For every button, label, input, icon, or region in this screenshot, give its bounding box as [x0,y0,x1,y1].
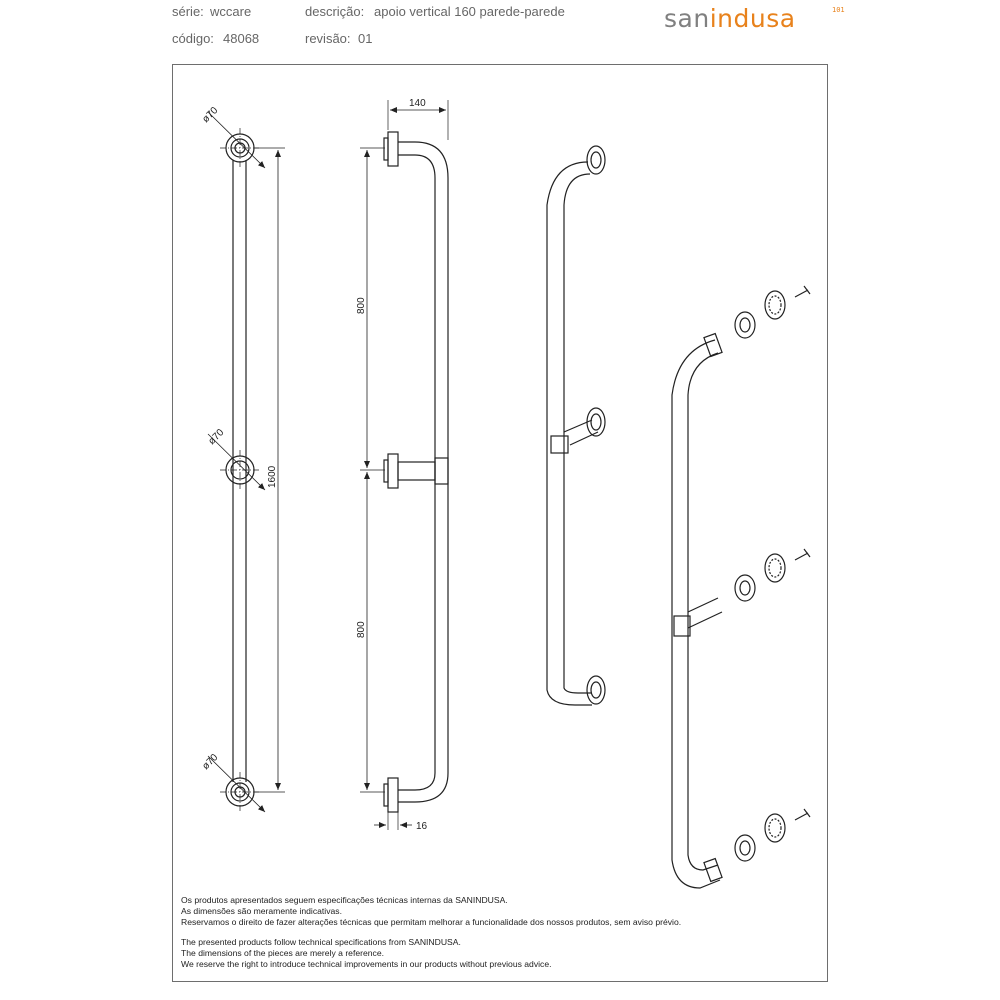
logo-mark: 101 [832,6,845,14]
flange-thickness-label: 16 [416,821,428,832]
lower-span-label: 800 [356,621,367,638]
codigo-value: 48068 [223,31,260,46]
exploded-view [671,285,811,889]
note-pt-1: Os produtos apresentados seguem especifi… [181,895,508,905]
side-view [360,100,449,830]
front-view [207,111,285,813]
overall-height-label: 1600 [267,465,278,488]
diameter-top-label: ø70 [200,105,220,125]
serie-value: wccare [210,4,252,19]
descricao-label: descrição: [305,4,365,19]
revisao-label: revisão: [305,31,351,46]
descricao-value: apoio vertical 160 parede-parede [374,4,565,19]
codigo-label: código: [172,31,214,46]
serie-label: série: [172,4,204,19]
sanindusa-logo: sanindusa [664,4,796,33]
note-pt-3: Reservamos o direito de fazer alterações… [181,917,682,927]
upper-span-label: 800 [356,297,367,314]
diameter-middle-label: ø70 [206,427,226,447]
perspective-view [546,145,606,706]
note-en-3: We reserve the right to introduce techni… [181,959,552,969]
note-en-1: The presented products follow technical … [181,937,461,947]
projection-label: 140 [409,98,426,109]
note-pt-2: As dimensões são meramente indicativas. [181,906,342,916]
note-en-2: The dimensions of the pieces are merely … [181,948,385,958]
drawing-frame [172,64,828,982]
diameter-bottom-label: ø70 [200,752,220,772]
revisao-value: 01 [358,31,373,46]
